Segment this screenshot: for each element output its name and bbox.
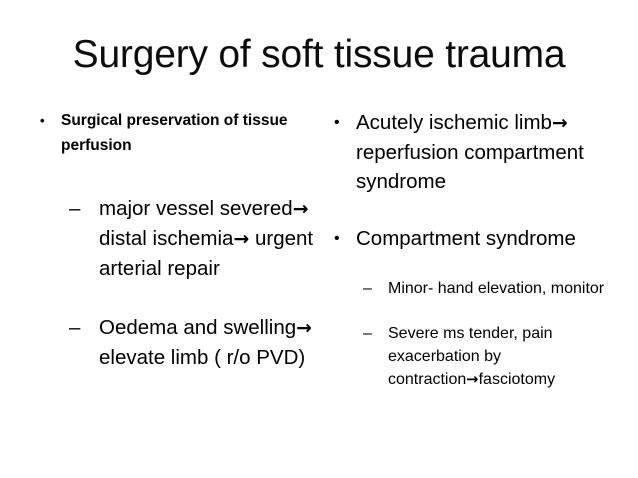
arrow-icon: →	[296, 317, 312, 339]
left-content-column: • Surgical preservation of tissue perfus…	[22, 108, 322, 372]
dash-icon: –	[69, 316, 81, 339]
list-item: – Oedema and swelling→ elevate limb ( r/…	[22, 313, 322, 372]
spacer	[22, 283, 322, 313]
arrow-icon: →	[292, 198, 309, 220]
list-item: • Compartment syndrome	[326, 224, 626, 253]
bullet-icon: •	[334, 114, 340, 131]
list-item: • Surgical preservation of tissue perfus…	[22, 108, 322, 158]
arrow-icon: →	[551, 112, 568, 134]
arrow-icon: →	[233, 228, 250, 250]
list-item-text: Acutely ischemic limb→ reperfusion compa…	[356, 111, 584, 193]
list-item: – Minor- hand elevation, monitor	[326, 277, 626, 300]
list-item-text: Compartment syndrome	[356, 227, 576, 250]
spacer	[326, 196, 626, 224]
dash-icon: –	[69, 197, 81, 220]
spacer	[326, 253, 626, 277]
spacer	[22, 158, 322, 194]
bullet-icon: •	[334, 230, 340, 247]
bullet-icon: •	[40, 113, 45, 128]
list-item-text: Oedema and swelling→ elevate limb ( r/o …	[99, 316, 312, 369]
list-item-text: major vessel severed→ distal ischemia→ u…	[99, 197, 314, 280]
page-title: Surgery of soft tissue trauma	[72, 33, 566, 76]
arrow-icon: →	[466, 371, 479, 388]
list-item: – major vessel severed→ distal ischemia→…	[22, 194, 322, 283]
list-item-text: Surgical preservation of tissue perfusio…	[61, 112, 288, 154]
spacer	[326, 300, 626, 322]
list-item: • Acutely ischemic limb→ reperfusion com…	[326, 108, 626, 196]
dash-icon: –	[363, 280, 372, 297]
list-item-text: Minor- hand elevation, monitor	[388, 280, 605, 297]
right-content-column: • Acutely ischemic limb→ reperfusion com…	[326, 108, 626, 391]
list-item: – Severe ms tender, pain exacerbation by…	[326, 322, 626, 391]
list-item-text: Severe ms tender, pain exacerbation by c…	[388, 325, 556, 388]
dash-icon: –	[363, 325, 372, 342]
